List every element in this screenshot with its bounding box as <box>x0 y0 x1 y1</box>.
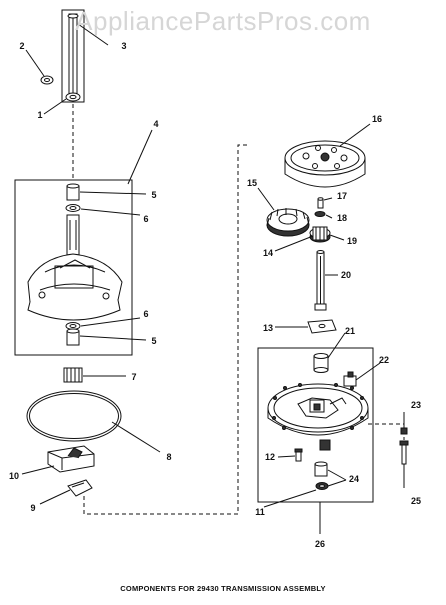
callout-3: 3 <box>121 41 126 51</box>
pinion <box>312 226 328 241</box>
pinion-gear <box>63 367 83 383</box>
bolt <box>294 448 303 462</box>
pulley <box>284 140 366 188</box>
callout-19: 19 <box>347 236 357 246</box>
drive-shaft <box>314 250 327 311</box>
lower-washer-11 <box>315 482 329 490</box>
seal-ring <box>65 204 81 212</box>
callout-26: 26 <box>315 539 325 549</box>
gear-case <box>27 253 123 321</box>
callout-2: 2 <box>19 41 24 51</box>
square-washer <box>307 319 337 334</box>
nut <box>65 92 81 102</box>
agitator-shaft <box>66 214 80 256</box>
callout-11: 11 <box>255 507 265 517</box>
screw-long <box>399 440 409 465</box>
washer <box>314 211 326 217</box>
bushing <box>66 183 80 201</box>
callout-15: 15 <box>247 178 257 188</box>
lower-pinion <box>319 439 331 451</box>
callout-14: 14 <box>263 248 273 258</box>
drive-belt <box>26 390 122 442</box>
callout-21: 21 <box>345 326 355 336</box>
callout-6b: 6 <box>143 309 148 319</box>
bearing <box>313 353 329 373</box>
callout-6a: 6 <box>143 214 148 224</box>
lower-seal-ring <box>65 322 81 330</box>
callout-labels: 1 2 3 4 5 6 6 5 7 8 9 10 11 12 13 14 15 … <box>9 41 421 549</box>
screw <box>400 427 408 435</box>
housing-box <box>14 179 133 356</box>
callout-13: 13 <box>263 323 273 333</box>
lower-bushing <box>66 328 80 346</box>
pin <box>317 197 324 209</box>
callout-25: 25 <box>411 496 421 506</box>
callout-22: 22 <box>379 355 389 365</box>
leader-lines <box>21 23 405 534</box>
callout-1: 1 <box>37 110 42 120</box>
callout-5a: 5 <box>151 190 156 200</box>
gear <box>266 208 310 237</box>
base-plate <box>267 383 369 436</box>
callout-8: 8 <box>166 452 171 462</box>
callout-24: 24 <box>349 474 359 484</box>
connector-line <box>83 144 250 515</box>
callout-5b: 5 <box>151 336 156 346</box>
callout-7: 7 <box>131 372 136 382</box>
lock-washer <box>40 75 54 85</box>
bracket <box>343 371 357 387</box>
callout-23: 23 <box>411 400 421 410</box>
callout-18: 18 <box>337 213 347 223</box>
callout-12: 12 <box>265 452 275 462</box>
callout-16: 16 <box>372 114 382 124</box>
diagram-caption: COMPONENTS FOR 29430 TRANSMISSION ASSEMB… <box>120 584 326 593</box>
callout-4: 4 <box>153 119 158 129</box>
clip <box>67 479 93 497</box>
lower-bushing-24 <box>314 461 328 477</box>
base-box <box>257 347 374 503</box>
callout-20: 20 <box>341 270 351 280</box>
watermark: AppliancePartsPros.com <box>75 6 371 36</box>
callout-10: 10 <box>9 471 19 481</box>
callout-17: 17 <box>337 191 347 201</box>
brake-block <box>47 445 95 473</box>
callout-9: 9 <box>30 503 35 513</box>
